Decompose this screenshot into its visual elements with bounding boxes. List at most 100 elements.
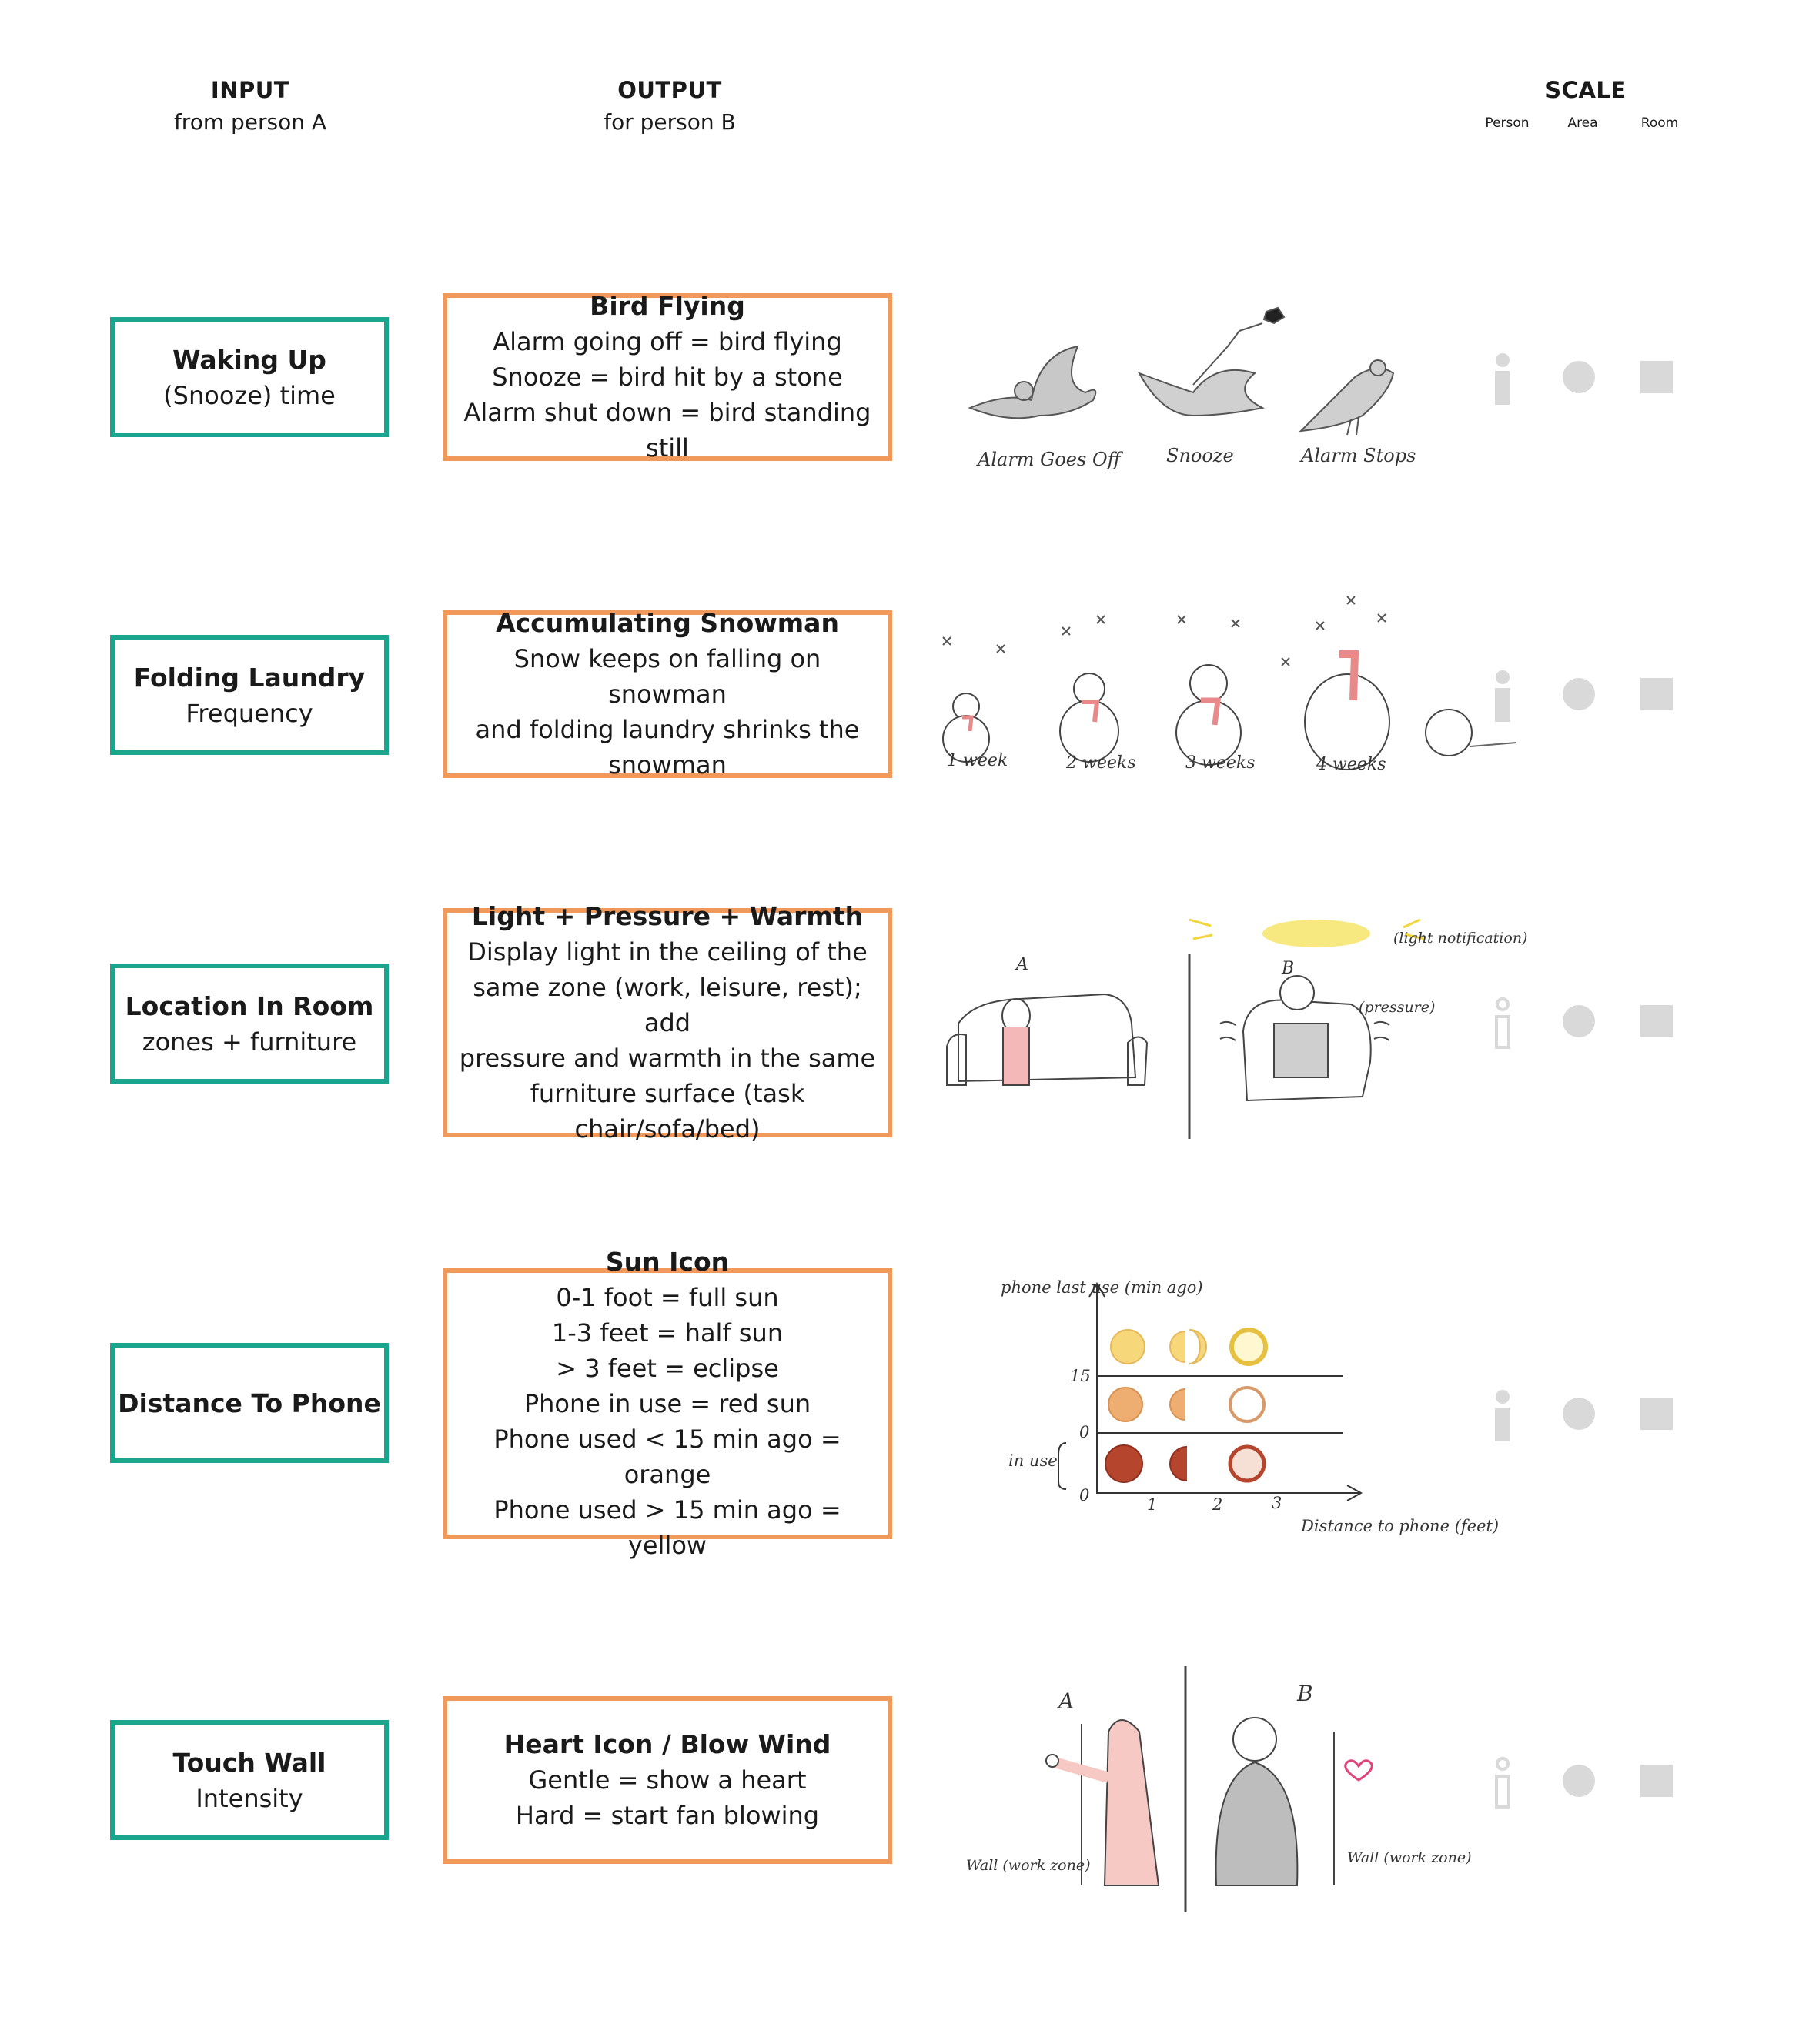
output-line: Phone in use = red sun [523,1389,811,1418]
sketch-label: Alarm Goes Off [976,449,1124,470]
heart-icon [1344,1759,1373,1782]
input-subtitle: Frequency [186,698,313,728]
input-box: Distance To Phone [110,1343,389,1463]
sketch-label: 3 weeks [1185,753,1255,773]
output-title: Heart Icon / Blow Wind [503,1729,831,1759]
scale-icons [1486,997,1694,1050]
input-title: Folding Laundry [133,662,366,693]
snowman-sketch: 1 week 2 weeks 3 weeks 4 weeks [931,593,1532,785]
sketch-label: Distance to phone (feet) [1300,1517,1499,1535]
output-title: Sun Icon [605,1247,730,1277]
snowflakes-drawing [942,596,1386,666]
output-line: Gentle = show a heart [528,1765,807,1795]
input-title: Distance To Phone [118,1388,381,1418]
input-box: Location In Room zones + furniture [110,964,389,1084]
output-box: Bird Flying Alarm going off = bird flyin… [443,291,892,463]
sketch-label: B [1281,959,1294,978]
snowman-2-weeks-drawing [1059,673,1119,763]
area-scale-icon [1563,678,1595,710]
sketch-label: 0 [1079,1486,1089,1505]
scale-header-title: SCALE [1545,77,1627,103]
sketch-label: phone last use (min ago) [1001,1278,1203,1297]
area-scale-icon [1563,1765,1595,1797]
output-title: Light + Pressure + Warmth [471,901,864,931]
person-b-standing-drawing [1215,1717,1299,1886]
sketch-label: Wall (work zone) [1347,1849,1472,1866]
scale-label-person: Person [1485,115,1530,131]
sketch-label: 4 weeks [1316,755,1386,774]
output-box: Sun Icon 0-1 foot = full sun 1-3 feet = … [443,1247,892,1560]
input-box: Folding Laundry Frequency [110,635,389,755]
area-scale-icon [1563,361,1595,393]
output-title: Bird Flying [590,291,745,321]
room-sketch: A B (light notification) (pressure) [943,908,1528,1154]
light-rays-drawing [1189,918,1425,940]
output-line: 1-3 feet = half sun [551,1318,784,1348]
room-scale-icon [1640,1765,1673,1797]
bird-sketch: Alarm Goes Off Snooze Alarm Stops [962,300,1424,485]
output-column-header: OUTPUT for person B [531,77,808,135]
bird-flying-drawing [968,345,1097,419]
output-line: and folding laundry shrinks the [475,715,860,744]
output-line: Hard = start fan blowing [515,1801,820,1830]
output-box: Light + Pressure + Warmth Display light … [443,901,892,1144]
output-line: Phone used > 15 min ago = yellow [493,1495,841,1560]
scale-icons [1486,1756,1694,1810]
person-a-touching-wall-drawing [1045,1719,1160,1886]
output-line: 0-1 foot = full sun [556,1283,779,1312]
scale-column-header: SCALE [1463,77,1709,103]
output-box: Heart Icon / Blow Wind Gentle = show a h… [443,1696,892,1864]
person-scale-icon [1495,1390,1510,1441]
output-line: furniture surface (task [530,1079,805,1108]
bird-standing-drawing [1299,359,1395,436]
room-scale-icon [1640,1005,1673,1037]
input-title: Waking Up [172,344,326,375]
input-title: Touch Wall [172,1747,326,1778]
sketch-label: 15 [1070,1367,1091,1385]
input-header-subtitle: from person A [173,109,327,135]
output-header-subtitle: for person B [604,109,736,135]
input-column-header: INPUT from person A [131,77,369,135]
room-scale-icon [1640,678,1673,710]
output-line: Alarm shut down = bird standing still [463,398,871,463]
input-subtitle: (Snooze) time [163,380,336,410]
input-header-title: INPUT [210,77,290,103]
input-subtitle: zones + furniture [142,1027,357,1057]
sketch-label: 1 week [947,751,1008,770]
wall-touch-sketch: A B Wall (work zone) Wall (work zone) [966,1662,1472,1916]
sketch-label: A [1015,955,1028,974]
output-line: Snow keeps on falling on snowman [513,644,821,709]
person-scale-icon [1495,353,1510,405]
output-line: same zone (work, leisure, rest); add [473,973,862,1037]
input-box: Touch Wall Intensity [110,1720,389,1840]
room-scale-icon [1640,1398,1673,1430]
output-box: Accumulating Snowman Snow keeps on falli… [443,608,892,780]
sun-icon-sketch: phone last use (min ago) 15 0 in use 0 1… [993,1270,1499,1593]
snowman-1-week-drawing [942,693,990,763]
sketch-label: (light notification) [1393,930,1527,947]
sketch-label: 3 [1272,1494,1282,1512]
input-subtitle: Intensity [196,1783,303,1813]
sketch-label: 2 weeks [1065,753,1135,773]
sketch-label: 0 [1079,1423,1089,1441]
snowman-3-weeks-drawing [1175,664,1242,766]
sketch-label: Wall (work zone) [966,1857,1091,1874]
sketch-label: B [1296,1681,1313,1706]
output-line: Alarm going off = bird flying [493,327,842,356]
output-header-title: OUTPUT [617,77,722,103]
sun-grid-drawing [1105,1328,1268,1483]
person-scale-icon [1495,997,1510,1049]
input-box: Waking Up (Snooze) time [110,317,389,437]
person-scale-icon [1495,1757,1510,1809]
person-scale-icon [1495,670,1510,722]
sketch-label: Snooze [1166,445,1234,466]
scale-icons [1486,352,1694,406]
area-scale-icon [1563,1398,1595,1430]
bird-hit-drawing [1137,306,1286,417]
ceiling-light-drawing [1262,920,1370,947]
sketch-label: 1 [1147,1495,1157,1514]
output-line: Phone used < 15 min ago = orange [493,1424,841,1489]
sketch-label: A [1056,1688,1074,1714]
output-line: Display light in the ceiling of the [467,937,868,967]
output-line: snowman [608,750,727,780]
